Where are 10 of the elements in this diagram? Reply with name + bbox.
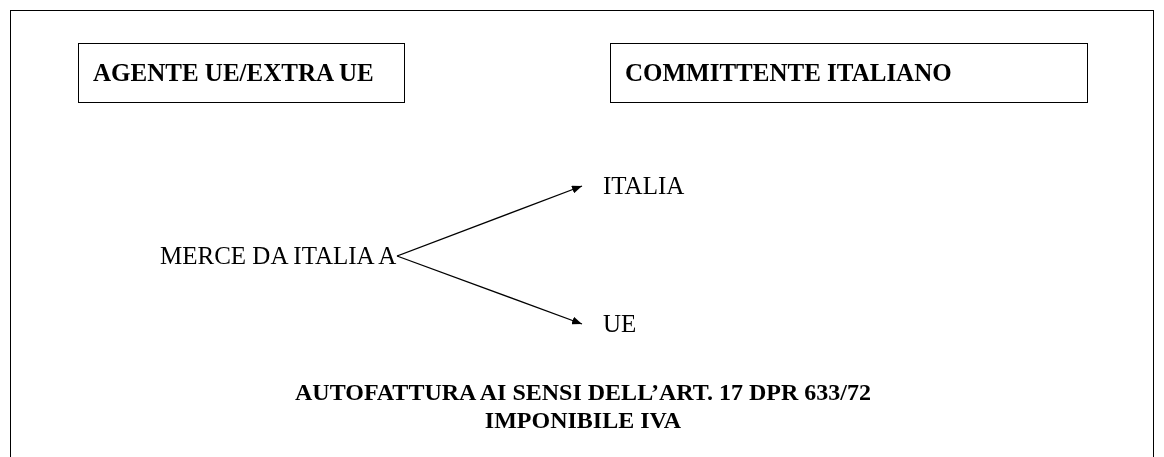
arrow [396, 255, 583, 325]
arrow [396, 185, 583, 257]
label-box [610, 43, 1088, 103]
label-box [78, 43, 405, 103]
note-text: AUTOFATTURA AI SENSI DELL’ART. 17 DPR 633/72 IMPONIBILE IVA [294, 378, 872, 434]
box-title: COMMITTENTE ITALIANO [625, 59, 952, 87]
node-text: MERCE DA ITALIA A [160, 242, 397, 270]
box-title: AGENTE UE/EXTRA UE [93, 59, 374, 87]
node-text: UE [603, 310, 637, 338]
node-text: ITALIA [603, 172, 685, 200]
